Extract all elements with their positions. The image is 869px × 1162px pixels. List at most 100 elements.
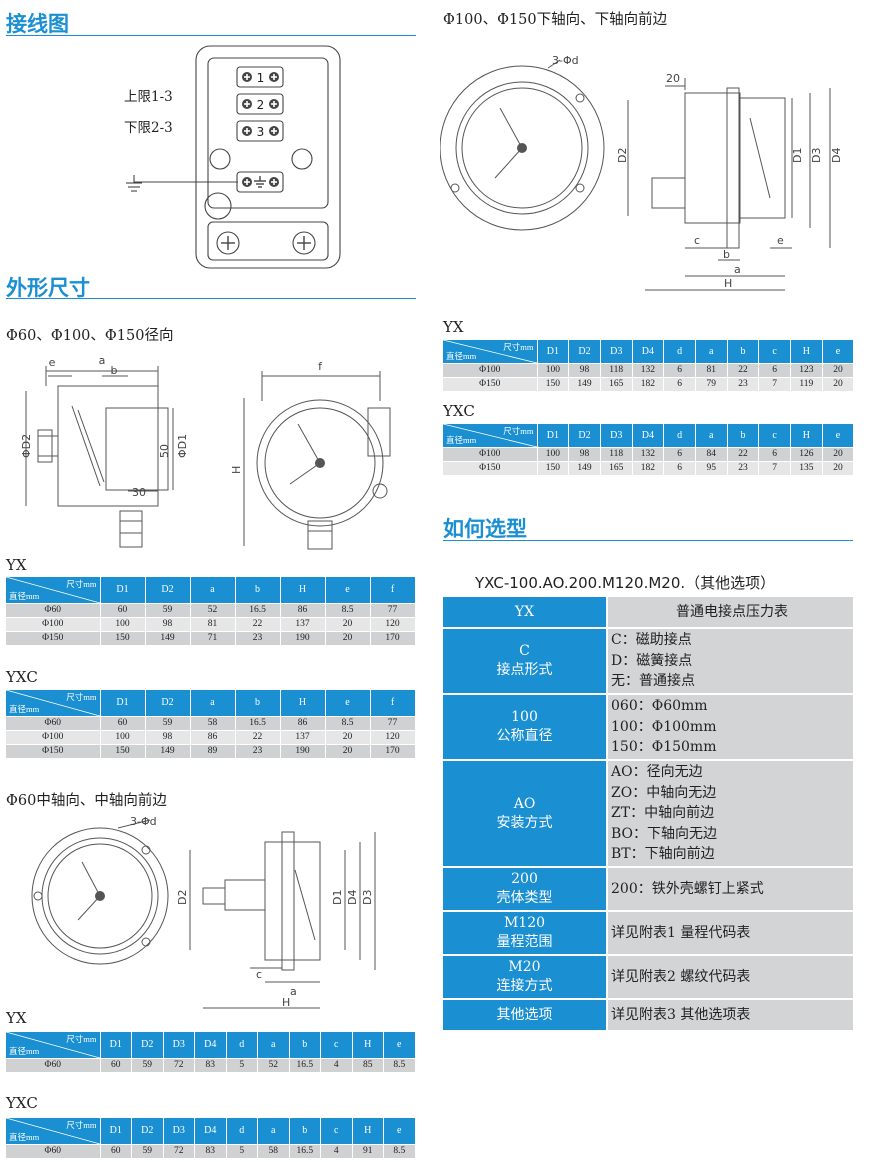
column-header: e (325, 577, 371, 604)
table-label: YXC (6, 668, 38, 686)
table-cell: 23 (727, 377, 760, 392)
corner-bottom-label: 直径mm (446, 350, 477, 361)
table-cell: 59 (145, 716, 191, 731)
subhead-bottom-axial: Φ100、Φ150下轴向、下轴向前边 (443, 12, 668, 28)
column-header: D4 (194, 1118, 227, 1145)
column-header: H (352, 1118, 384, 1145)
table-cell: 85 (352, 1058, 384, 1073)
column-header: H (790, 424, 823, 448)
column-header: D1 (537, 340, 570, 364)
table-cell: 170 (370, 631, 416, 646)
table-label: YX (6, 1009, 27, 1027)
subhead-mid-axial: Φ60中轴向、中轴向前边 (6, 793, 167, 809)
dim-phi-d1: ΦD1 (176, 434, 189, 458)
column-header: D2 (568, 340, 601, 364)
table-cell: 135 (790, 461, 823, 476)
table-cell: 20 (822, 377, 855, 392)
table-cell: 60 (100, 603, 146, 618)
column-header: D3 (600, 340, 633, 364)
corner-divider (443, 340, 535, 362)
selection-key-line: 接点形式 (496, 662, 553, 678)
table-cell: 95 (695, 461, 728, 476)
table-cell: 22 (727, 447, 760, 462)
table-cell: 6 (758, 447, 791, 462)
table-cell: 5 (226, 1058, 258, 1073)
column-header: e (822, 340, 855, 364)
column-header: D1 (100, 1032, 132, 1059)
table-cell: 22 (235, 730, 281, 745)
table-cell: 58 (190, 716, 236, 731)
corner-top-label: 尺寸mm (66, 1120, 97, 1130)
terminal-1: 1 (257, 71, 265, 85)
selection-key-line: M20 (508, 959, 541, 975)
dim-d3: D3 (810, 148, 823, 163)
column-header: a (257, 1032, 290, 1059)
table-cell: 6 (663, 363, 696, 378)
dim-c: c (694, 234, 700, 247)
selection-value-line: 详见附表1 量程代码表 (611, 924, 751, 941)
table-cell: 118 (600, 363, 633, 378)
column-header: c (320, 1032, 353, 1059)
dim-e: e (49, 356, 56, 369)
column-header: a (190, 690, 236, 717)
dim-d2: D2 (176, 890, 189, 905)
table-cell: 98 (145, 730, 191, 745)
corner-divider (6, 577, 98, 602)
table-cell: 98 (568, 447, 601, 462)
table-cell: 6 (663, 461, 696, 476)
radial-drawings: e a b ΦD2 50 ΦD1 30 f H (20, 354, 391, 550)
selection-key-line: YX (514, 603, 535, 620)
corner-divider (443, 424, 535, 446)
selection-value-line: AO：径向无边 (611, 764, 703, 781)
column-header: e (822, 424, 855, 448)
column-header: b (235, 577, 281, 604)
dim-f: f (318, 360, 323, 373)
table-cell: 8.5 (325, 603, 371, 618)
column-header: D4 (632, 340, 665, 364)
dim-d3: D3 (361, 890, 374, 905)
selection-key-line: 100 (511, 709, 538, 725)
wiring-diagram: 1 2 3 (126, 45, 341, 269)
table-cell: 58 (257, 1144, 290, 1159)
table-label: YXC (443, 402, 475, 420)
dim-50: 50 (158, 444, 171, 458)
table-cell: 126 (790, 447, 823, 462)
table-cell: 4 (320, 1058, 353, 1073)
table-cell: 71 (190, 631, 236, 646)
table-cell: 23 (727, 461, 760, 476)
table-cell: 190 (280, 631, 326, 646)
column-header: D3 (163, 1032, 195, 1059)
selection-key-line: 公称直径 (496, 728, 553, 744)
selection-value-line: BO：下轴向无边 (611, 825, 718, 842)
selection-key: YX (441, 595, 608, 629)
column-header: f (370, 577, 416, 604)
row-label: Φ60 (6, 716, 101, 731)
selection-value: 详见附表3 其他选项表 (606, 998, 855, 1032)
row-label: Φ100 (443, 363, 538, 378)
column-header: c (758, 424, 791, 448)
selection-value-line: ZT：中轴向前边 (611, 805, 715, 822)
table-cell: 86 (280, 603, 326, 618)
dim-holes: 3-Φd (552, 54, 579, 67)
table-cell: 59 (145, 603, 191, 618)
